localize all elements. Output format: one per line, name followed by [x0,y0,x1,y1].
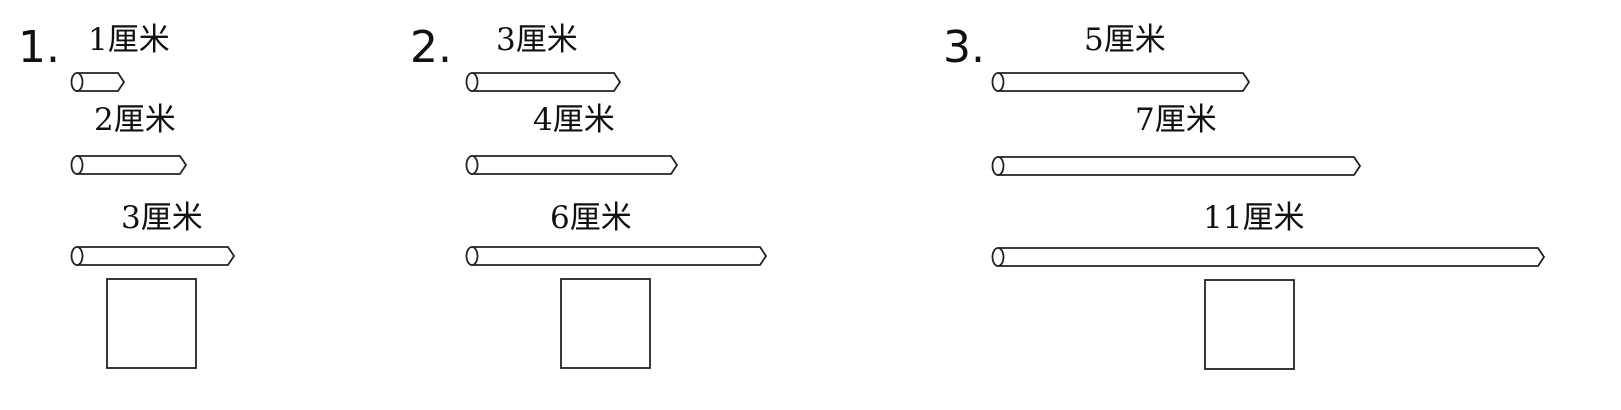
stick-label-2-3: 6厘米 [550,200,632,236]
problem-number-3: 3. [943,22,985,73]
problem-1: 1. 1厘米 2厘米 3厘米 [18,22,236,369]
stick-2-2 [465,155,679,175]
stick-3-1 [991,72,1251,92]
stick-label-1-3: 3厘米 [121,200,203,236]
answer-box-1[interactable] [106,278,197,369]
stick-1-1 [70,72,126,92]
stick-label-3-3: 11厘米 [1203,200,1304,236]
stick-label-3-2: 7厘米 [1135,102,1217,138]
problem-number-2: 2. [410,22,452,73]
stick-label-1-2: 2厘米 [94,102,176,138]
answer-box-2[interactable] [560,278,651,369]
problem-2: 2. 3厘米 4厘米 6厘米 [410,22,768,369]
stick-3-2 [991,156,1362,176]
stick-2-3 [465,246,768,266]
answer-box-3[interactable] [1204,279,1295,370]
stick-1-2 [70,155,188,175]
stick-label-1-1: 1厘米 [88,22,170,58]
stick-label-2-2: 4厘米 [533,102,615,138]
stick-label-3-1: 5厘米 [1084,22,1166,58]
stick-3-3 [991,247,1546,267]
stick-label-2-1: 3厘米 [496,22,578,58]
stick-1-3 [70,246,236,266]
problem-3: 3. 5厘米 7厘米 11厘米 [943,22,1546,370]
problem-number-1: 1. [18,22,60,73]
stick-2-1 [465,72,622,92]
